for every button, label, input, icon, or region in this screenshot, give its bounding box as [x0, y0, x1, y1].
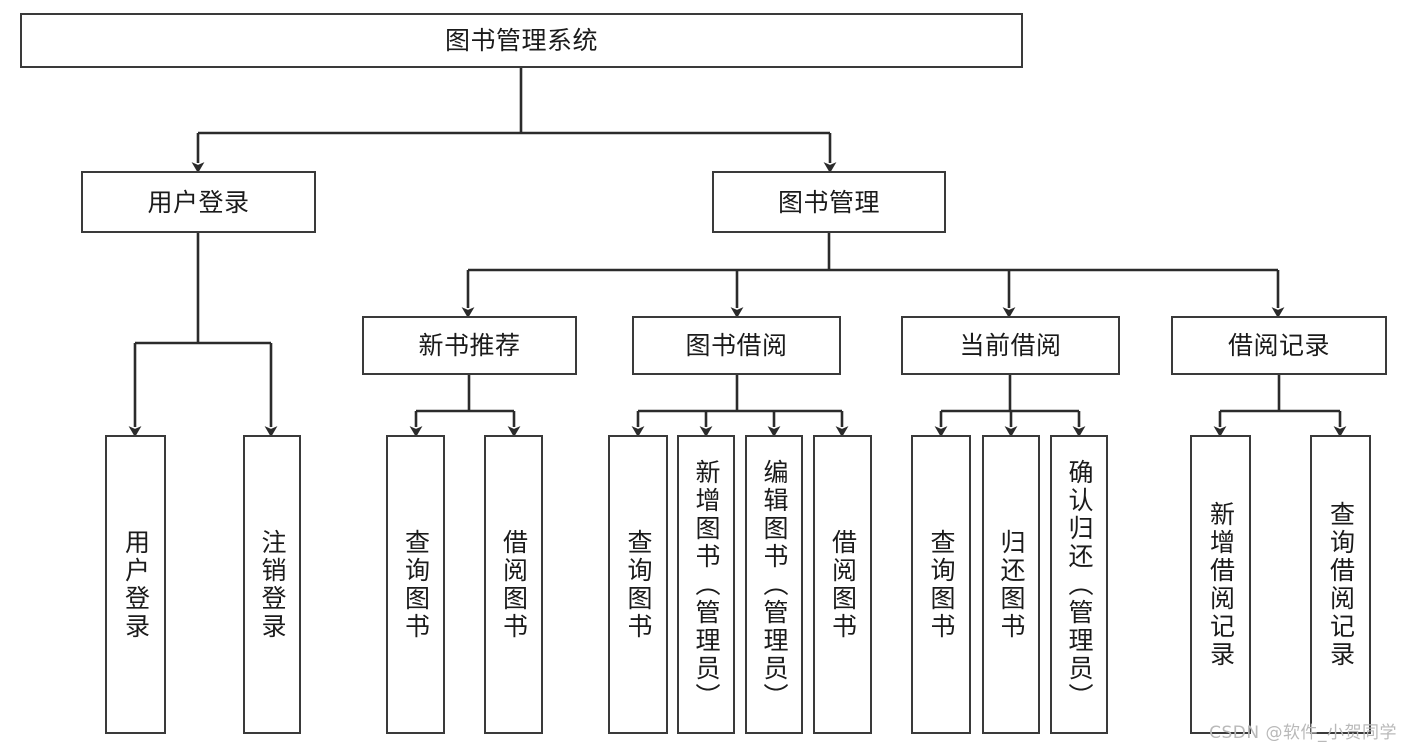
node-leaf-borrow-book-1-label: 借阅图书: [499, 528, 529, 641]
watermark-text: CSDN @软件_小贺同学: [1209, 723, 1397, 743]
node-new-book-rec-label: 新书推荐: [418, 331, 521, 360]
node-leaf-user-login[interactable]: 用户登录: [105, 435, 166, 734]
node-leaf-edit-book[interactable]: 编辑图书（管理员）: [745, 435, 803, 734]
node-leaf-borrow-book-2-label: 借阅图书: [828, 528, 858, 641]
node-leaf-query-record-label: 查询借阅记录: [1326, 500, 1356, 669]
node-leaf-borrow-book-2[interactable]: 借阅图书: [813, 435, 872, 734]
node-leaf-user-logout[interactable]: 注销登录: [243, 435, 301, 734]
node-leaf-user-logout-label: 注销登录: [258, 528, 287, 641]
node-root-label: 图书管理系统: [444, 26, 598, 55]
node-borrow-record[interactable]: 借阅记录: [1171, 316, 1387, 375]
node-leaf-add-book-label: 新增图书（管理员）: [692, 458, 721, 711]
node-new-book-rec[interactable]: 新书推荐: [362, 316, 577, 375]
node-user-login[interactable]: 用户登录: [81, 171, 316, 233]
node-book-borrow[interactable]: 图书借阅: [632, 316, 841, 375]
node-leaf-add-record-label: 新增借阅记录: [1206, 500, 1236, 669]
node-leaf-query-record[interactable]: 查询借阅记录: [1310, 435, 1371, 734]
node-leaf-add-record[interactable]: 新增借阅记录: [1190, 435, 1251, 734]
node-leaf-query-book-3[interactable]: 查询图书: [911, 435, 971, 734]
node-leaf-user-login-label: 用户登录: [121, 528, 151, 641]
node-current-borrow[interactable]: 当前借阅: [901, 316, 1120, 375]
node-book-manage[interactable]: 图书管理: [712, 171, 946, 233]
node-leaf-add-book[interactable]: 新增图书（管理员）: [677, 435, 735, 734]
node-leaf-confirm-return-label: 确认归还（管理员）: [1065, 458, 1094, 711]
node-leaf-query-book-2-label: 查询图书: [624, 528, 653, 641]
node-leaf-borrow-book-1[interactable]: 借阅图书: [484, 435, 543, 734]
node-leaf-confirm-return[interactable]: 确认归还（管理员）: [1050, 435, 1108, 734]
node-user-login-label: 用户登录: [147, 187, 250, 217]
node-leaf-query-book-2[interactable]: 查询图书: [608, 435, 668, 734]
node-root[interactable]: 图书管理系统: [20, 13, 1023, 68]
node-borrow-record-label: 借阅记录: [1227, 331, 1330, 360]
node-book-manage-label: 图书管理: [777, 187, 880, 217]
node-leaf-query-book-1[interactable]: 查询图书: [386, 435, 445, 734]
node-book-borrow-label: 图书借阅: [685, 331, 788, 360]
node-current-borrow-label: 当前借阅: [959, 331, 1062, 360]
node-leaf-return-book-label: 归还图书: [997, 528, 1026, 641]
node-leaf-query-book-1-label: 查询图书: [401, 528, 431, 641]
node-leaf-return-book[interactable]: 归还图书: [982, 435, 1040, 734]
node-leaf-query-book-3-label: 查询图书: [927, 528, 956, 641]
node-leaf-edit-book-label: 编辑图书（管理员）: [760, 458, 789, 711]
